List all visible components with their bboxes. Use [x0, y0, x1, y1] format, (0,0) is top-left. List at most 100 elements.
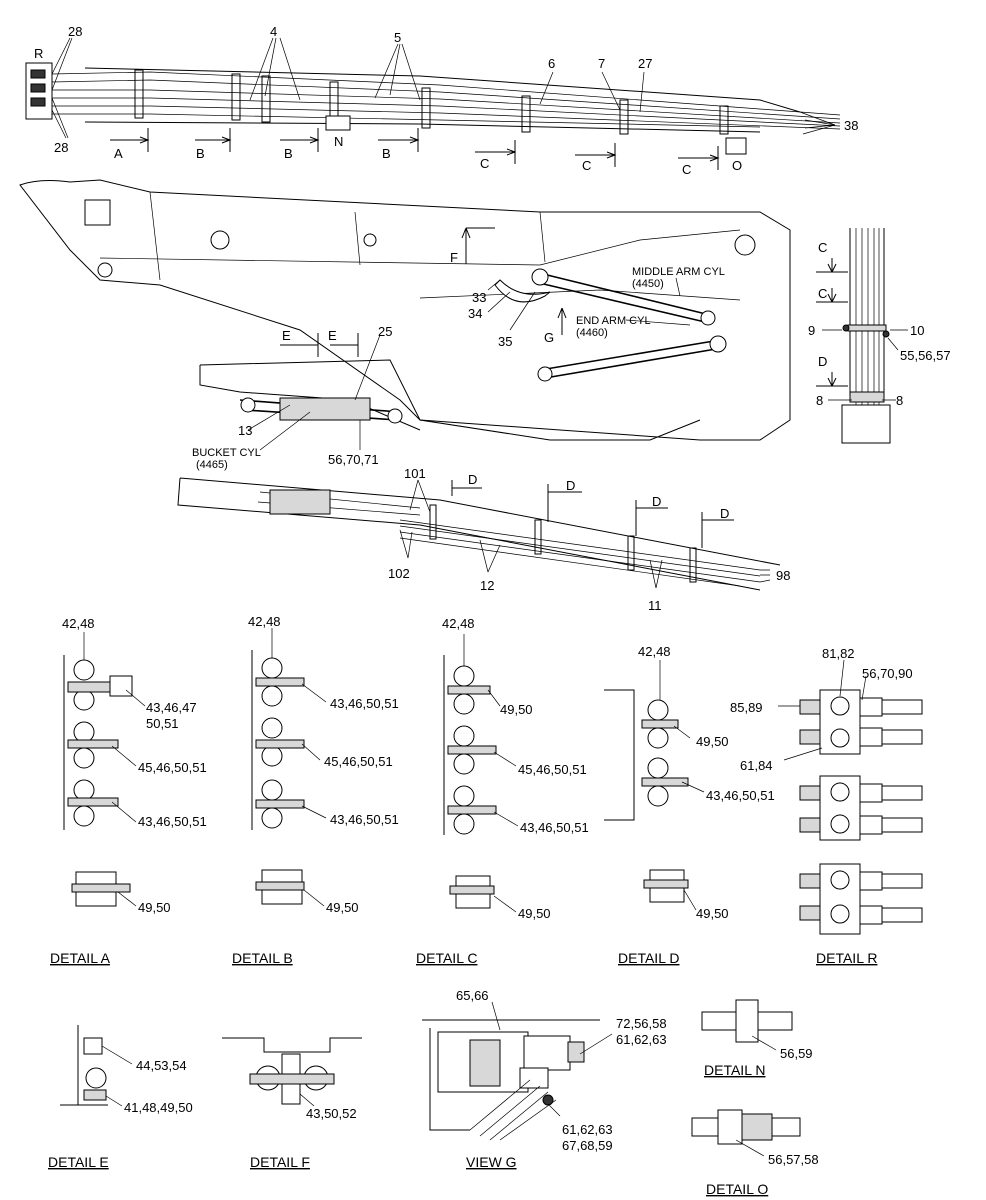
callout-11: 11 [648, 598, 662, 613]
detail-r-c3: 85,89 [730, 700, 763, 715]
section-d1: D [468, 472, 477, 487]
detail-r-c4: 61,84 [740, 758, 773, 773]
callout-10: 10 [910, 323, 924, 338]
section-d3: D [652, 494, 661, 509]
callout-28-top: 28 [68, 24, 82, 39]
detail-d-c1: 49,50 [696, 734, 729, 749]
detail-f-c1: 43,50,52 [306, 1106, 357, 1121]
right-harness: C C D 9 10 55,56,57 8 8 [808, 228, 951, 444]
callout-4: 4 [270, 24, 277, 39]
label-bucket-cyl: BUCKET CYL [192, 447, 261, 459]
detail-c: 42,48 49,50 45,46,50,51 43,46,50,51 49,5… [416, 616, 589, 966]
detail-a-top: 42,48 [62, 616, 95, 631]
boom-assembly: F G 33 34 35 MIDDLE ARM CYL (4450) END A… [19, 179, 791, 471]
section-c1: C [480, 156, 489, 171]
detail-d-caption: DETAIL D [618, 950, 679, 966]
detail-r-c2: 56,70,90 [862, 666, 913, 681]
callout-35: 35 [498, 334, 512, 349]
detail-b-c4: 49,50 [326, 900, 359, 915]
detail-e-c2: 41,48,49,50 [124, 1100, 193, 1115]
detail-d-c4: 49,50 [696, 906, 729, 921]
detail-b-c1: 43,46,50,51 [330, 696, 399, 711]
section-c2: C [582, 158, 591, 173]
callout-56-70-71: 56,70,71 [328, 452, 379, 467]
view-g-c3: 61,62,63 [616, 1032, 667, 1047]
callout-5: 5 [394, 30, 401, 45]
section-c3: C [682, 162, 691, 177]
view-g: 65,66 72,56,58 61,62,63 61,62,63 67,68,5… [422, 988, 667, 1170]
callout-102: 102 [388, 566, 410, 581]
view-g-c4: 61,62,63 [562, 1122, 613, 1137]
detail-c-top: 42,48 [442, 616, 475, 631]
callout-6: 6 [548, 56, 555, 71]
view-g-c2: 72,56,58 [616, 1016, 667, 1031]
detail-a-c4: 49,50 [138, 900, 171, 915]
detail-a-c2: 45,46,50,51 [138, 760, 207, 775]
detail-f: 43,50,52 DETAIL F [222, 1037, 362, 1170]
detail-d-c2: 43,46,50,51 [706, 788, 775, 803]
detail-a-c1b: 50,51 [146, 716, 179, 731]
detail-b-c2: 45,46,50,51 [324, 754, 393, 769]
detail-c-c4: 49,50 [518, 906, 551, 921]
detail-e-c1: 44,53,54 [136, 1058, 187, 1073]
detail-c-c3: 43,46,50,51 [520, 820, 589, 835]
callout-o: O [732, 158, 742, 173]
view-f-label: F [450, 250, 458, 265]
label-middle-arm-cyl: MIDDLE ARM CYL [632, 266, 725, 278]
detail-r: 81,82 56,70,90 85,89 61,84 DETAIL R [730, 646, 923, 966]
detail-a-c3: 43,46,50,51 [138, 814, 207, 829]
label-bucket-cyl-num: (4465) [196, 459, 228, 471]
section-b1: B [196, 146, 205, 161]
callout-8-left: 8 [816, 393, 823, 408]
arm-harness: 101 D D D D 102 12 11 98 [177, 466, 790, 613]
callout-9: 9 [808, 323, 815, 338]
view-g-label: G [544, 330, 554, 345]
detail-a-caption: DETAIL A [50, 950, 111, 966]
label-end-arm-cyl-num: (4460) [576, 327, 608, 339]
section-d2: D [566, 478, 575, 493]
section-e1: E [282, 328, 291, 343]
section-b2: B [284, 146, 293, 161]
detail-o: 56,57,58 DETAIL O [691, 1109, 819, 1197]
detail-f-caption: DETAIL F [250, 1154, 310, 1170]
section-d4: D [720, 506, 729, 521]
callout-38: 38 [844, 118, 858, 133]
detail-a-c1: 43,46,47 [146, 700, 197, 715]
callout-27: 27 [638, 56, 652, 71]
section-b3: B [382, 146, 391, 161]
view-g-c5: 67,68,59 [562, 1138, 613, 1153]
detail-b-c3: 43,46,50,51 [330, 812, 399, 827]
callout-33: 33 [472, 290, 486, 305]
label-end-arm-cyl: END ARM CYL [576, 315, 651, 327]
detail-n-marker [325, 115, 351, 131]
view-g-caption: VIEW G [466, 1154, 517, 1170]
detail-n-c1: 56,59 [780, 1046, 813, 1061]
callout-34: 34 [468, 306, 482, 321]
callout-13: 13 [238, 423, 252, 438]
section-a: A [114, 146, 123, 161]
callout-7: 7 [598, 56, 605, 71]
detail-c-c2: 45,46,50,51 [518, 762, 587, 777]
section-d-right: D [818, 354, 827, 369]
section-c-right2: C [818, 286, 827, 301]
detail-e-caption: DETAIL E [48, 1154, 109, 1170]
detail-r-c1: 81,82 [822, 646, 855, 661]
detail-o-caption: DETAIL O [706, 1181, 768, 1197]
callout-25: 25 [378, 324, 392, 339]
detail-b-caption: DETAIL B [232, 950, 293, 966]
detail-n-caption: DETAIL N [704, 1062, 765, 1078]
callout-n: N [334, 134, 343, 149]
detail-o-marker [725, 137, 747, 155]
view-g-c1: 65,66 [456, 988, 489, 1003]
top-harness: R 28 28 4 5 6 7 27 38 N O A B B B C C C [25, 24, 858, 177]
detail-n: 56,59 DETAIL N [701, 999, 813, 1078]
callout-101: 101 [404, 466, 426, 481]
callout-28-bottom: 28 [54, 140, 68, 155]
detail-c-caption: DETAIL C [416, 950, 477, 966]
detail-o-c1: 56,57,58 [768, 1152, 819, 1167]
detail-d-top: 42,48 [638, 644, 671, 659]
section-c-right1: C [818, 240, 827, 255]
label-middle-arm-cyl-num: (4450) [632, 278, 664, 290]
detail-b-top: 42,48 [248, 614, 281, 629]
